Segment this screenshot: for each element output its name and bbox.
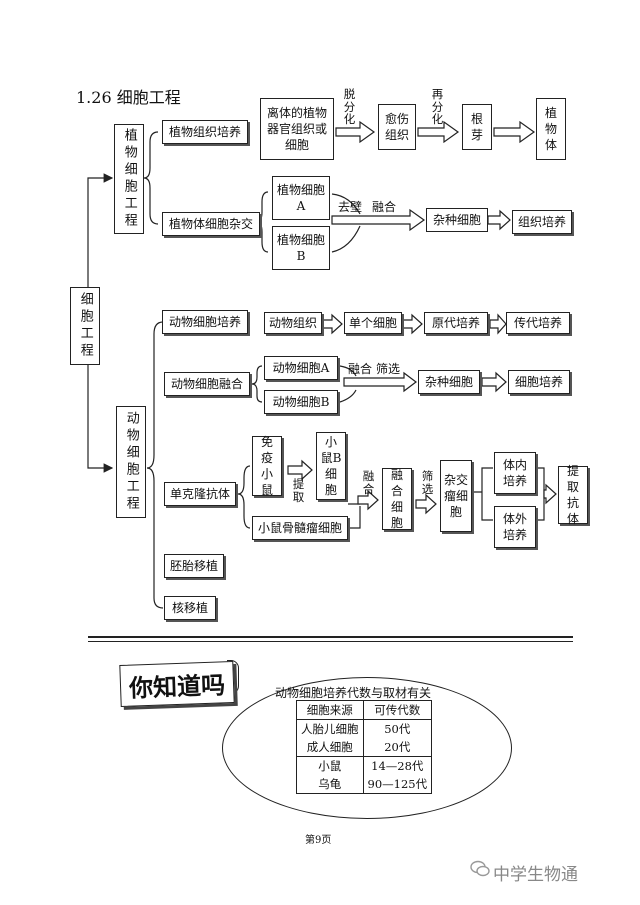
mab-screen-label: 筛选 — [421, 469, 434, 496]
plant-tissue-culture-node: 植物组织培养 — [162, 120, 248, 144]
plant-cell-engineering-node: 植物细胞工程 — [114, 124, 144, 234]
table-cell: 乌龟 — [296, 775, 364, 794]
table-cell: 成人细胞 — [296, 738, 364, 757]
extract-label: 提取 — [292, 477, 305, 504]
table-header: 可传代数 — [362, 700, 433, 720]
immune-mouse-node: 免疫小鼠 — [252, 435, 282, 497]
animal-tissue-node: 动物组织 — [264, 312, 322, 334]
in-vivo-culture-node: 体内培养 — [494, 452, 536, 494]
separator-line — [88, 636, 573, 638]
in-vitro-culture-node: 体外培养 — [494, 506, 536, 548]
plant-source-node: 离体的植物器官组织或细胞 — [260, 98, 334, 160]
table-row: 小鼠 14—28代 — [296, 756, 433, 775]
animal-cell-engineering-node: 动物细胞工程 — [116, 406, 146, 518]
table-cell: 20代 — [362, 738, 433, 757]
wechat-icon — [470, 860, 490, 877]
animal-cell-culture-result-node: 细胞培养 — [508, 370, 570, 394]
table-row: 人胎儿细胞 50代 — [296, 719, 433, 738]
table-cell: 50代 — [362, 719, 433, 738]
primary-culture-node: 原代培养 — [424, 312, 488, 334]
mab-fuse-label: 融合 — [362, 469, 375, 496]
animal-cell-b-node: 动物细胞B — [264, 390, 338, 414]
plant-cell-a-node: 植物细胞A — [272, 176, 330, 220]
info-table-title: 动物细胞培养代数与取材有关 — [275, 686, 432, 700]
remove-wall-label: 去壁 — [338, 200, 363, 214]
single-cell-node: 单个细胞 — [344, 312, 402, 334]
plant-fusion-label: 融合 — [372, 200, 397, 214]
fused-cell-node: 融合细胞 — [382, 468, 412, 530]
monoclonal-antibody-node: 单克隆抗体 — [164, 482, 236, 506]
callus-node: 愈伤组织 — [378, 104, 416, 150]
root-bud-node: 根芽 — [462, 104, 492, 150]
separator-line-thin — [88, 641, 573, 642]
plant-somatic-hybrid-node: 植物体细胞杂交 — [162, 212, 260, 236]
animal-screen-label: 筛选 — [376, 362, 401, 376]
plant-hybrid-cell-node: 杂种细胞 — [426, 208, 488, 232]
did-you-know-banner: 你知道吗 — [119, 661, 235, 707]
mouse-b-cell-node: 小鼠B细胞 — [316, 432, 346, 500]
passage-culture-node: 传代培养 — [506, 312, 570, 334]
dedifferentiation-label: 脱分化 — [343, 87, 356, 127]
plant-cell-b-node: 植物细胞B — [272, 226, 330, 270]
hybridoma-node: 杂交瘤细胞 — [440, 460, 472, 532]
watermark-text: 中学生物通 — [493, 865, 578, 885]
section-title: 1.26 细胞工程 — [76, 88, 181, 107]
plant-tissue-culture-result-node: 组织培养 — [512, 210, 572, 234]
table-cell: 90—125代 — [362, 775, 433, 794]
info-ellipse — [222, 677, 512, 819]
table-row: 成人细胞 20代 — [296, 738, 433, 757]
animal-cell-culture-node: 动物细胞培养 — [162, 310, 248, 334]
table-header: 细胞来源 — [296, 700, 364, 720]
animal-hybrid-cell-node: 杂种细胞 — [418, 370, 480, 394]
redifferentiation-label: 再分化 — [431, 87, 444, 127]
page-number: 第9页 — [305, 835, 332, 846]
extract-antibody-node: 提取抗体 — [558, 464, 588, 526]
animal-cell-a-node: 动物细胞A — [264, 356, 338, 380]
whole-plant-node: 植物体 — [536, 98, 566, 160]
mouse-myeloma-node: 小鼠骨髓瘤细胞 — [252, 516, 348, 540]
root-node: 细胞工程 — [70, 287, 100, 365]
table-cell: 14—28代 — [362, 756, 433, 775]
nuclear-transfer-node: 核移植 — [164, 596, 216, 620]
embryo-transfer-node: 胚胎移植 — [164, 554, 224, 578]
passage-table: 细胞来源 可传代数 人胎儿细胞 50代 成人细胞 20代 小鼠 14—28代 乌… — [296, 700, 433, 794]
animal-cell-fusion-node: 动物细胞融合 — [164, 372, 250, 396]
table-cell: 小鼠 — [296, 756, 364, 775]
table-cell: 人胎儿细胞 — [296, 719, 364, 738]
table-row: 乌龟 90—125代 — [296, 775, 433, 794]
animal-fusion-label: 融合 — [348, 362, 373, 376]
